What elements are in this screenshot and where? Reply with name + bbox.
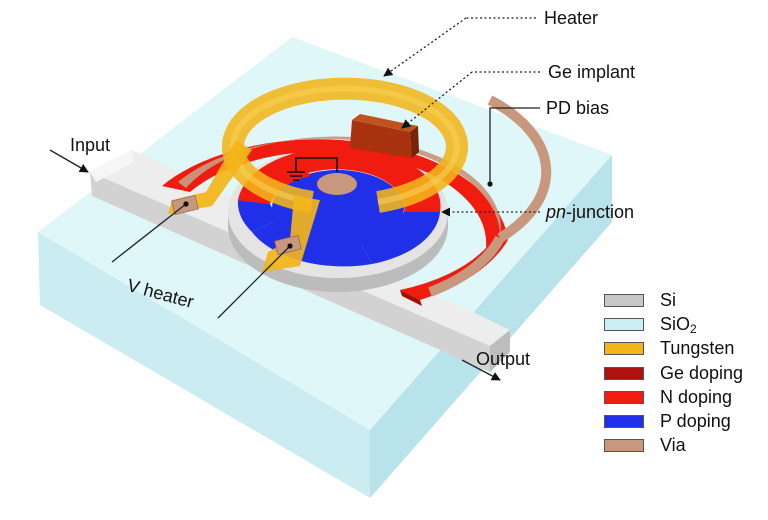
n-doping-outer-arc <box>162 95 552 306</box>
ge-implant-label: Ge implant <box>548 62 636 82</box>
legend-swatch <box>604 366 644 380</box>
legend-label: Si <box>660 290 677 310</box>
tungsten-heater <box>168 77 468 272</box>
center-via <box>317 173 357 195</box>
pn-junction-label: pn-junction <box>546 203 634 221</box>
legend-label: Via <box>660 435 686 456</box>
legend-swatch <box>604 439 644 453</box>
input-label: Input <box>70 135 111 155</box>
ground-symbol-icon <box>287 157 338 181</box>
oxide-left-face <box>38 232 370 498</box>
legend-swatch <box>604 390 644 404</box>
junction-text: -junction <box>566 202 635 222</box>
legend-swatch <box>604 414 644 428</box>
legend-swatch <box>604 342 644 356</box>
heater-label: Heater <box>544 8 599 28</box>
output-label: Output <box>476 349 531 369</box>
legend-swatch <box>604 318 644 332</box>
legend-label: Tungsten <box>660 338 735 359</box>
pd-bias-label: PD bias <box>546 98 610 118</box>
legend-label: SiO2 <box>660 314 697 337</box>
legend-label: P doping <box>660 410 731 431</box>
annotation-leaders <box>49 17 540 381</box>
pn-italic: pn <box>546 202 567 222</box>
legend-swatch <box>604 294 644 307</box>
legend-label: Ge doping <box>660 362 744 383</box>
legend-label: N doping <box>660 386 733 407</box>
